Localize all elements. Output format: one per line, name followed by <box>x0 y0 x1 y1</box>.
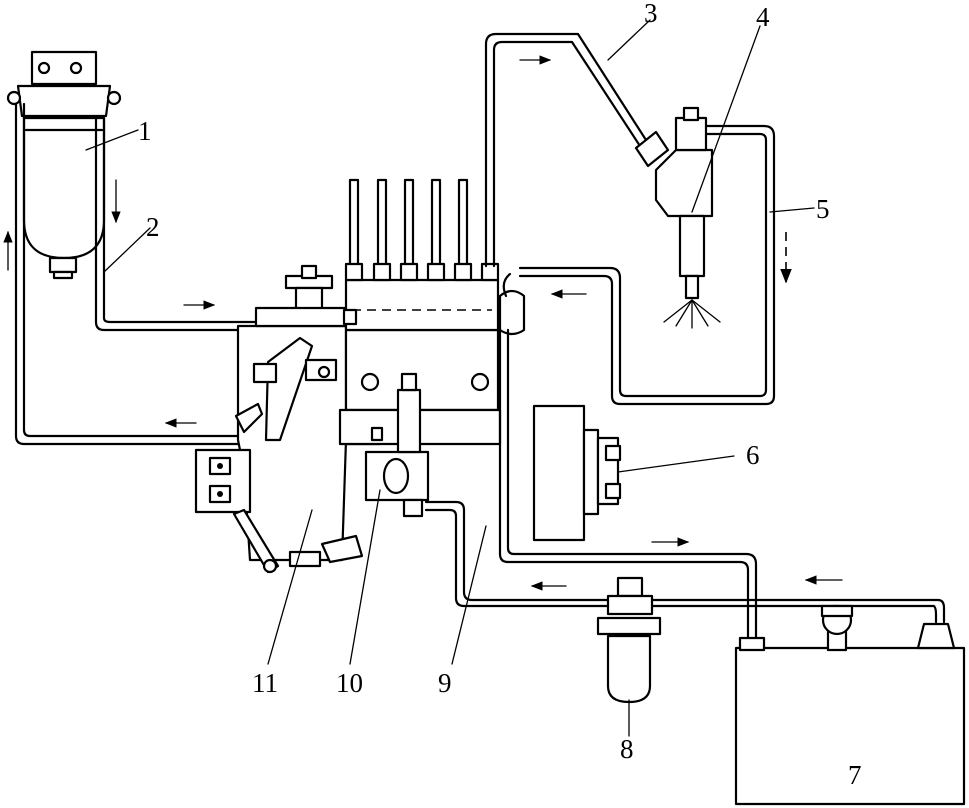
return-line-5 <box>518 124 776 406</box>
coupling <box>532 404 622 542</box>
label-7: 7 <box>848 760 862 790</box>
label-1: 1 <box>138 116 152 146</box>
high-pressure-line-3 <box>484 32 648 268</box>
label-8: 8 <box>620 734 634 764</box>
fuel-tank <box>734 604 966 806</box>
label-5: 5 <box>816 194 830 224</box>
label-6: 6 <box>746 440 760 470</box>
label-2: 2 <box>146 212 160 242</box>
tank-return-line <box>498 328 758 642</box>
fuel-filter <box>6 50 122 280</box>
injection-pump <box>194 264 502 574</box>
water-separator <box>596 576 662 704</box>
leader-lines <box>85 19 815 737</box>
overflow-valve <box>498 272 526 336</box>
feed-pump <box>364 372 430 518</box>
return-line-left <box>14 102 382 446</box>
callout-labels: 1 2 3 4 5 6 7 8 9 10 11 <box>138 0 862 790</box>
label-11: 11 <box>252 668 278 698</box>
delivery-pipes <box>344 178 500 282</box>
tank-supply-line <box>614 598 946 624</box>
label-10: 10 <box>336 668 363 698</box>
label-4: 4 <box>756 2 770 32</box>
label-3: 3 <box>644 0 658 28</box>
label-9: 9 <box>438 668 452 698</box>
injector <box>634 106 721 329</box>
low-pressure-line-9 <box>424 500 618 608</box>
supply-line-2 <box>94 116 260 332</box>
